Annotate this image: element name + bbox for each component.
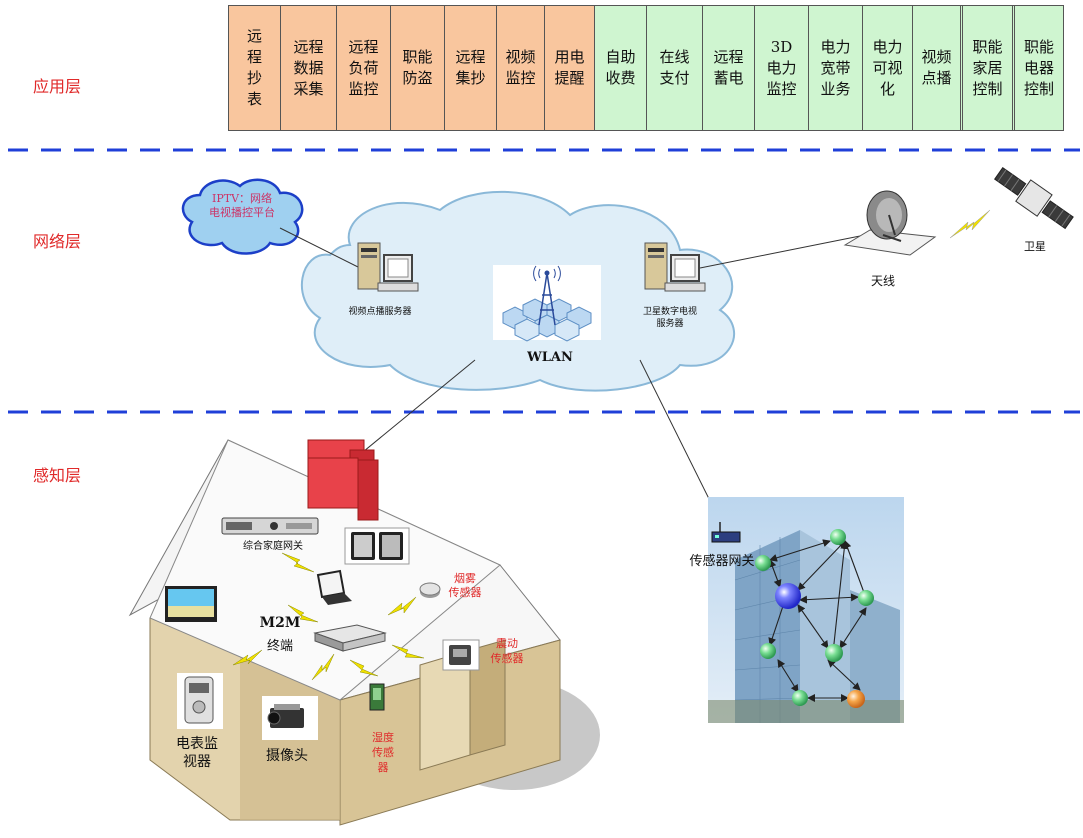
- app-service-cell: 远 程 抄 表: [229, 6, 281, 130]
- hub-node: [775, 583, 801, 609]
- tablet-icon: [344, 527, 410, 565]
- wifi-router-icon: [711, 522, 741, 543]
- app-service-label: 视频 监控: [505, 48, 536, 87]
- sensor-node: [755, 555, 771, 571]
- link-sattv-antenna: [699, 235, 861, 269]
- app-service-cell: 在线 支付: [647, 6, 703, 130]
- m2m-label: M2M: [259, 615, 301, 631]
- layer-label-app: 应用层: [33, 77, 82, 96]
- camera-icon: [262, 696, 318, 740]
- terminal-label: 终端: [266, 639, 293, 654]
- app-service-label: 职能 家居 控制: [972, 37, 1003, 98]
- app-service-label: 职能 防盗: [402, 48, 433, 87]
- app-service-cell: 电力 宽带 业务: [809, 6, 863, 130]
- app-service-label: 电力 宽带 业务: [820, 37, 851, 98]
- humidity-sensor-icon: [369, 683, 385, 711]
- app-service-label: 视频 点播: [921, 48, 952, 87]
- vibration-sensor-label: 震动 传感器: [490, 637, 524, 665]
- app-service-cell: 远程 蓄电: [703, 6, 755, 130]
- app-service-label: 在线 支付: [659, 48, 690, 87]
- meter-monitor-label: 电表监 视器: [176, 736, 218, 770]
- app-service-cell: 视频 点播: [913, 6, 963, 130]
- app-service-cell: 视频 监控: [497, 6, 545, 130]
- router-icon: [313, 624, 387, 652]
- humidity-sensor-label: 湿度 传感 器: [372, 731, 394, 774]
- app-service-cell: 职能 电器 控制: [1015, 6, 1063, 130]
- app-service-label: 远程 集抄: [455, 48, 486, 87]
- app-service-cell: 自助 收费: [595, 6, 647, 130]
- sensor-node: [792, 690, 808, 706]
- app-service-label: 用电 提醒: [554, 48, 585, 87]
- sensor-node: [830, 529, 846, 545]
- sensor-node-orange: [847, 690, 865, 708]
- set-top-box-icon: [221, 517, 319, 535]
- antenna-label: 天线: [870, 274, 895, 288]
- sat-tv-server-label: 卫星数字电视 服务器: [642, 307, 697, 329]
- sensor-network-edges: [768, 539, 868, 702]
- sensor-node: [760, 643, 776, 659]
- vod-server-label: 视频点播服务器: [348, 307, 412, 317]
- smoke-detector-icon: [419, 582, 441, 598]
- app-service-cell: 职能 家居 控制: [963, 6, 1015, 130]
- app-service-cell: 职能 防盗: [391, 6, 445, 130]
- app-service-cell: 3D 电力 监控: [755, 6, 809, 130]
- app-service-cell: 远程 数据 采集: [281, 6, 337, 130]
- wlan-label: WLAN: [527, 350, 573, 365]
- laptop-icon: [316, 569, 352, 605]
- meter-icon: [177, 673, 223, 729]
- layer-label-perception: 感知层: [33, 466, 82, 485]
- building-icon: [708, 497, 904, 723]
- app-service-label: 自助 收费: [605, 48, 636, 87]
- home-gateway-label: 综合家庭网关: [243, 541, 303, 552]
- application-services-table: 远 程 抄 表 远程 数据 采集远程 负荷 监控职能 防盗远程 集抄视频 监控用电…: [228, 5, 1064, 131]
- smoke-sensor-label: 烟雾 传感器: [448, 572, 482, 599]
- tower-icon: [493, 265, 601, 342]
- app-service-cell: 远程 负荷 监控: [337, 6, 391, 130]
- app-service-cell: 远程 集抄: [445, 6, 497, 130]
- iptv-cloud: [181, 178, 304, 255]
- iptv-platform-label: IPTV：网络 电视播控平台: [209, 192, 275, 219]
- app-service-cell: 电力 可视 化: [863, 6, 913, 130]
- server-icon: [644, 242, 706, 292]
- server-icon: [357, 242, 419, 292]
- sensor-node: [825, 644, 843, 662]
- app-service-label: 职能 电器 控制: [1023, 37, 1054, 98]
- app-service-label: 远程 数据 采集: [293, 37, 324, 98]
- dish-antenna-icon: [843, 190, 937, 256]
- app-service-label: 远程 蓄电: [713, 48, 744, 87]
- satellite-icon: [994, 166, 1074, 230]
- app-service-cell: 用电 提醒: [545, 6, 595, 130]
- camera-label: 摄像头: [266, 748, 308, 764]
- house: [128, 439, 561, 826]
- app-service-label: 远 程 抄 表: [246, 27, 262, 108]
- app-service-label: 远程 负荷 监控: [348, 37, 379, 98]
- tv-icon: [165, 586, 217, 622]
- layer-label-network: 网络层: [33, 232, 82, 251]
- vibration-sensor-icon: [442, 639, 480, 671]
- app-service-label: 3D 电力 监控: [766, 37, 797, 98]
- lightning-icon: [232, 552, 425, 681]
- sensor-node: [858, 590, 874, 606]
- lightning-icon: [949, 209, 991, 239]
- satellite-label: 卫星: [1024, 240, 1046, 253]
- sensor-gateway-label: 传感器网关: [689, 554, 755, 569]
- app-service-label: 电力 可视 化: [872, 37, 903, 98]
- link-iptv-vod: [279, 227, 361, 269]
